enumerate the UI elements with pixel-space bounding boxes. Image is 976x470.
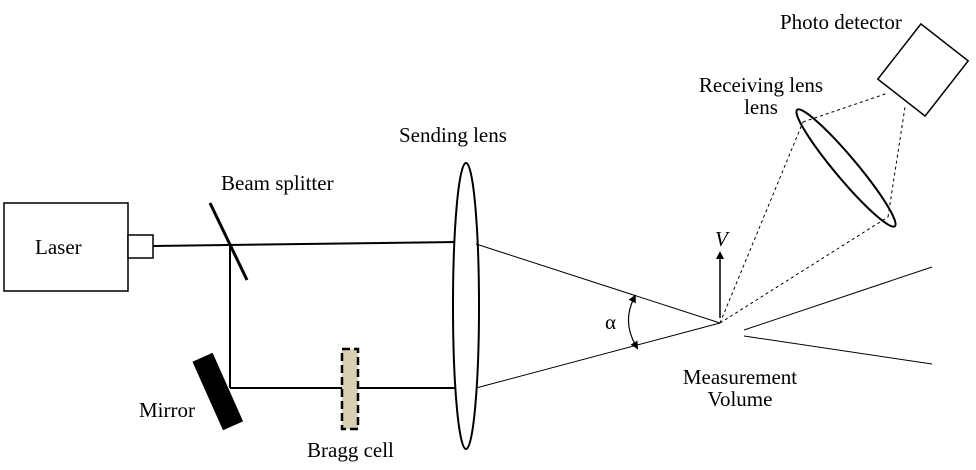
diverging-beam-upper — [743, 266, 933, 331]
scatter-ray-2 — [719, 216, 889, 324]
converging-beam-upper — [475, 243, 721, 324]
sending-lens — [452, 162, 480, 450]
mirror-label: Mirror — [139, 398, 195, 422]
receiving-lens-line2: lens — [744, 95, 778, 119]
bragg-cell — [340, 347, 360, 431]
receiving-lens-label: Receiving lens lens — [688, 74, 834, 118]
beam-upper — [152, 241, 459, 247]
photo-detector — [876, 22, 970, 118]
laser-aperture — [127, 234, 154, 259]
measurement-volume-label: Measurement Volume — [670, 366, 810, 410]
velocity-label: V — [715, 227, 728, 251]
focus-ray-2 — [887, 106, 906, 218]
beam-splitter-label: Beam splitter — [221, 171, 334, 195]
sending-lens-label: Sending lens — [399, 123, 507, 147]
scatter-ray-1 — [719, 121, 804, 324]
measurement-volume-line1: Measurement — [682, 365, 798, 389]
diverging-beam-lower — [743, 335, 933, 365]
focus-ray-1 — [802, 92, 889, 123]
receiving-lens-line1: Receiving lens — [698, 73, 824, 97]
laser-label: Laser — [35, 235, 82, 259]
beam-splitter — [208, 202, 249, 281]
photo-detector-label: Photo detector — [780, 10, 902, 34]
measurement-volume-line2: Volume — [707, 387, 773, 411]
angle-label: α — [605, 310, 617, 334]
angle-arc — [627, 294, 639, 350]
converging-beam-lower — [475, 322, 721, 389]
mirror — [192, 352, 244, 431]
receiving-lens — [795, 108, 897, 228]
bragg-cell-label: Bragg cell — [307, 438, 394, 462]
laser-box — [3, 202, 129, 292]
